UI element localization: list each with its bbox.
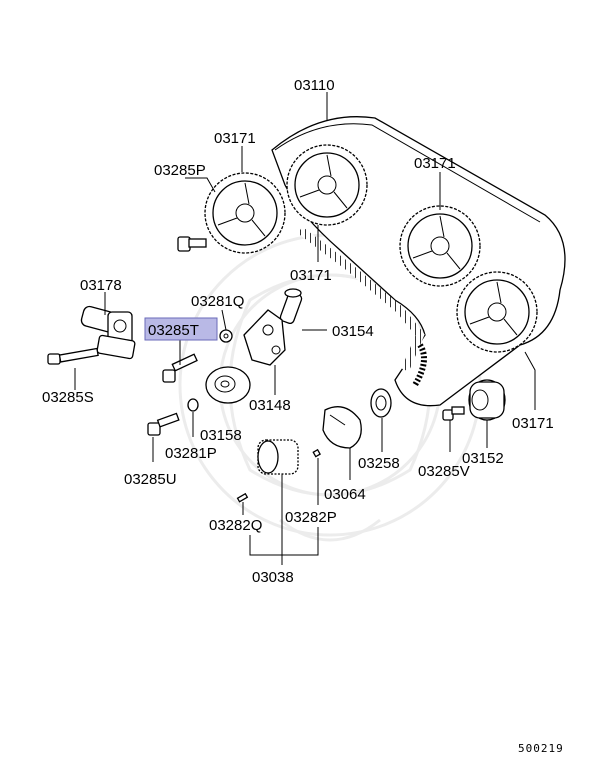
label-03285U[interactable]: 03285U [124, 471, 177, 488]
camshaft-sprocket-right-upper [399, 205, 481, 287]
key-03282Q [236, 492, 249, 503]
bolt-03285V [442, 406, 465, 421]
label-03152[interactable]: 03152 [462, 450, 504, 467]
washer-03281Q [219, 329, 233, 343]
part-labels: 03110 03171 03285P 03171 03171 03178 032… [42, 77, 554, 586]
label-03282P[interactable]: 03282P [285, 509, 337, 526]
diagram-reference-code: 500219 [518, 742, 564, 755]
highlight-box-03285T [144, 317, 218, 341]
auto-tensioner [80, 305, 136, 360]
bolt-03285U [147, 412, 180, 436]
tensioner-arm-03148 [243, 309, 286, 366]
leader-lines [74, 92, 536, 565]
label-03178[interactable]: 03178 [80, 277, 122, 294]
label-03148[interactable]: 03148 [249, 397, 291, 414]
bolt-03285T [162, 353, 198, 383]
bolt-03285S [47, 347, 99, 365]
label-03171-right-top[interactable]: 03171 [414, 155, 456, 172]
label-03285S[interactable]: 03285S [42, 389, 94, 406]
camshaft-sprocket-center [286, 144, 368, 226]
bolt-03285P [177, 236, 207, 252]
label-03110[interactable]: 03110 [294, 77, 335, 94]
crank-sensor-plate-03064 [322, 406, 362, 449]
key-03282P [312, 448, 321, 458]
label-03171-top[interactable]: 03171 [214, 130, 256, 147]
label-03281P[interactable]: 03281P [165, 445, 217, 462]
label-03281Q[interactable]: 03281Q [191, 293, 244, 310]
label-03038[interactable]: 03038 [252, 569, 294, 586]
label-03285V[interactable]: 03285V [418, 463, 470, 480]
label-03064[interactable]: 03064 [324, 486, 366, 503]
flange-03258 [370, 388, 392, 418]
label-03158[interactable]: 03158 [200, 427, 242, 444]
camshaft-sprocket-left [204, 172, 286, 254]
label-03285T[interactable]: 03285T [148, 322, 199, 339]
tensioner-pulley-03158 [205, 366, 251, 404]
pin-03154 [279, 288, 303, 325]
label-03171-mid[interactable]: 03171 [290, 267, 332, 284]
label-03258[interactable]: 03258 [358, 455, 400, 472]
washer-03281P [187, 398, 199, 412]
pulley-03152 [468, 379, 506, 421]
label-03285P[interactable]: 03285P [154, 162, 206, 179]
camshaft-sprocket-right-lower [456, 271, 538, 353]
idler-pulley-03038 [257, 439, 299, 475]
label-03154[interactable]: 03154 [332, 323, 374, 340]
label-03282Q[interactable]: 03282Q [209, 517, 262, 534]
label-03171-right-low[interactable]: 03171 [512, 415, 554, 432]
